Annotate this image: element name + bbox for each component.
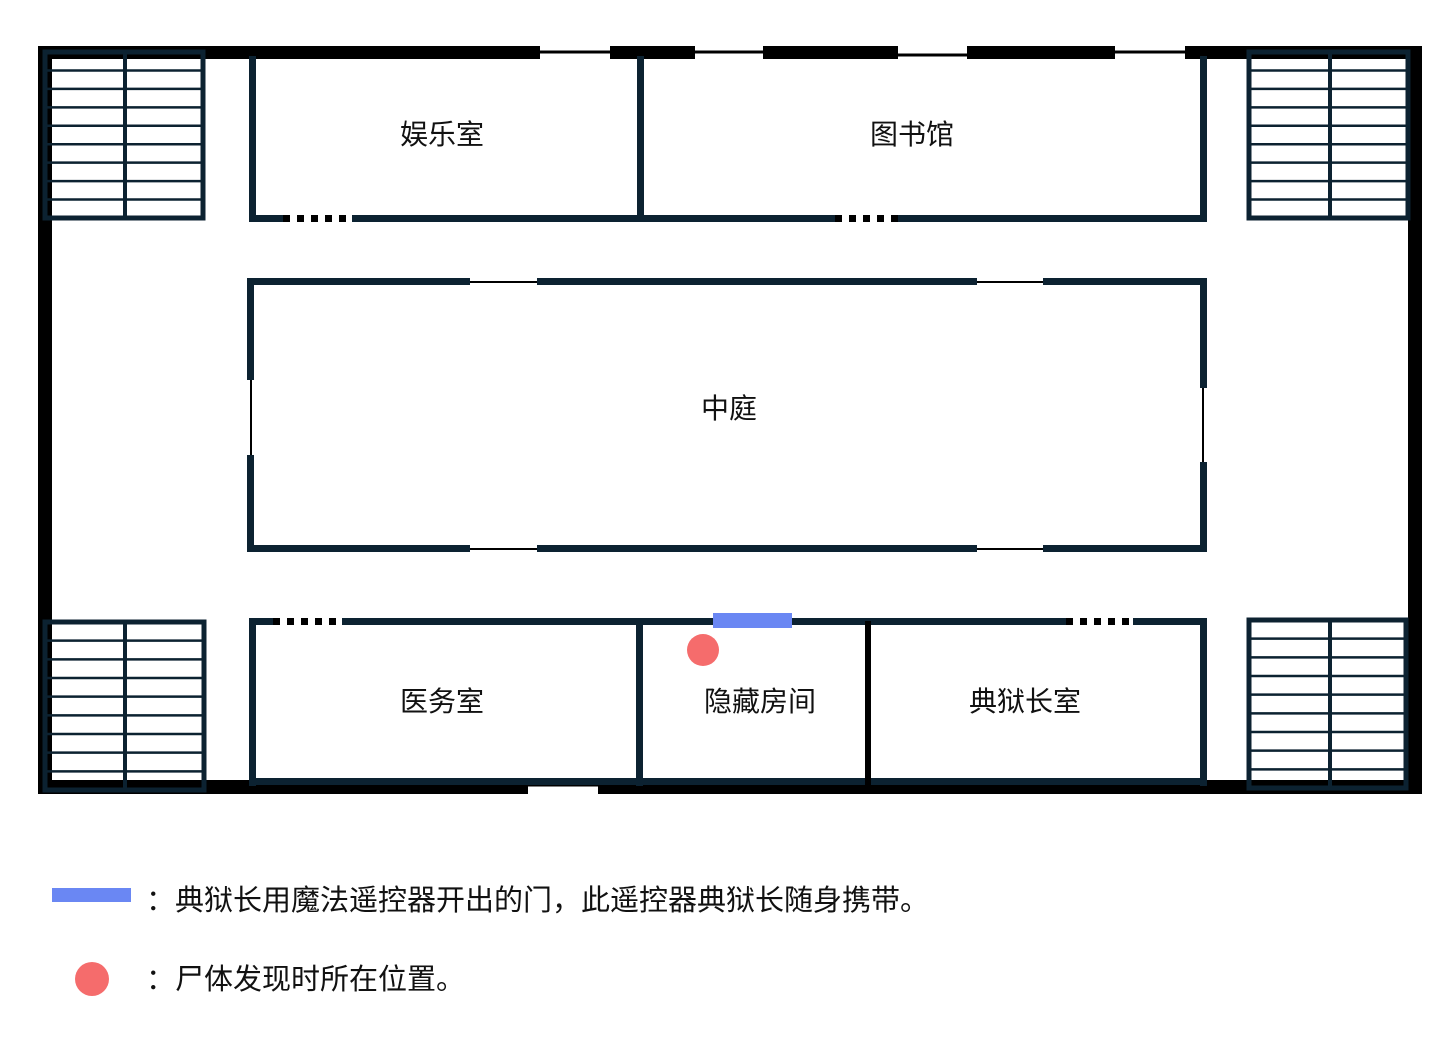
dotted-door-segment — [283, 215, 290, 222]
magic-door[interactable] — [713, 613, 792, 628]
legend-door-swatch — [52, 888, 131, 902]
dotted-door-segment — [1122, 618, 1129, 625]
dotted-door-segment — [273, 618, 280, 625]
dotted-door-segment — [301, 618, 308, 625]
dotted-door-segment — [287, 618, 294, 625]
room-label-warden: 典狱长室 — [969, 685, 1081, 718]
dotted-door-segment — [315, 618, 322, 625]
dotted-door-segment — [297, 215, 304, 222]
legend-door-text: ：典狱长用魔法遥控器开出的门，此遥控器典狱长随身携带。 — [146, 883, 929, 917]
room-label-library: 图书馆 — [870, 118, 954, 151]
room-walls — [247, 56, 1207, 786]
dotted-door-segment — [1108, 618, 1115, 625]
room-label-entertainment: 娱乐室 — [400, 118, 484, 151]
dotted-doors — [273, 215, 1129, 625]
dotted-door-segment — [891, 215, 898, 222]
staircase — [42, 619, 207, 793]
legend-body-swatch — [75, 962, 109, 996]
staircase — [1246, 617, 1409, 791]
dotted-door-segment — [1066, 618, 1073, 625]
staircase — [42, 49, 206, 221]
thin-openings — [250, 281, 1204, 550]
warden-room-divider — [865, 621, 871, 787]
dotted-door-segment — [877, 215, 884, 222]
outer-openings — [528, 50, 1185, 787]
staircase — [1246, 49, 1411, 221]
room-label-courtyard: 中庭 — [701, 392, 757, 425]
dotted-door-segment — [339, 215, 346, 222]
body-location-marker — [687, 634, 719, 666]
room-label-hidden: 隐藏房间 — [704, 685, 816, 718]
dotted-door-segment — [311, 215, 318, 222]
room-label-medical: 医务室 — [400, 685, 484, 718]
dotted-door-segment — [1080, 618, 1087, 625]
dotted-door-segment — [329, 618, 336, 625]
legend-body-text: ：尸体发现时所在位置。 — [146, 962, 465, 996]
dotted-door-segment — [835, 215, 842, 222]
dotted-door-segment — [1094, 618, 1101, 625]
dotted-door-segment — [863, 215, 870, 222]
dotted-door-segment — [325, 215, 332, 222]
dotted-door-segment — [849, 215, 856, 222]
